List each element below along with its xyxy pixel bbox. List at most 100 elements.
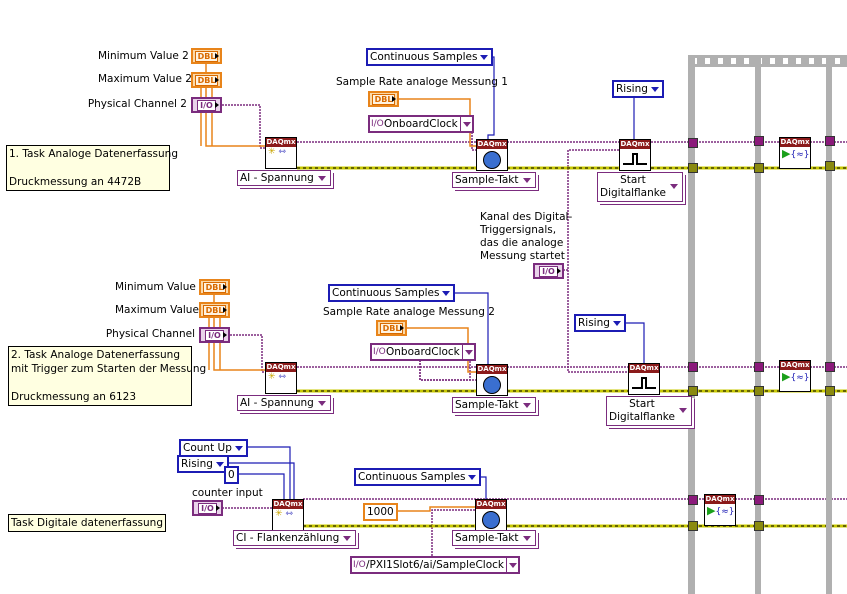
sequence-frame-divider <box>826 55 832 594</box>
label-max-value: Maximum Value <box>115 304 199 316</box>
max-value-2-control[interactable]: DBL <box>191 72 222 88</box>
tunnel <box>754 521 764 531</box>
tunnel <box>825 386 835 396</box>
tunnel <box>825 161 835 171</box>
min-value-control[interactable]: DBL <box>199 279 230 295</box>
daqmx-timing-node[interactable]: DAQmx <box>475 499 507 531</box>
daqmx-create-channel-node[interactable]: DAQmx✳ ⇿ <box>265 362 297 394</box>
node-header: DAQmx <box>476 500 506 509</box>
trigger-channel-control[interactable]: I/O <box>533 263 564 279</box>
terminal-type: I/O <box>197 100 216 111</box>
node-header: DAQmx <box>266 363 296 372</box>
create-icon: ✳ ⇿ <box>268 372 286 382</box>
node-header: DAQmx <box>705 495 735 504</box>
create-icon: ✳ ⇿ <box>268 147 286 157</box>
ring-value: Start Digitalflanke <box>609 398 675 423</box>
terminal-type: I/O <box>205 330 224 341</box>
clock-icon <box>483 376 501 394</box>
label-sample-rate-1: Sample Rate analoge Messung 1 <box>336 76 508 88</box>
ring-value: Sample-Takt <box>455 532 519 544</box>
tunnel <box>688 163 698 173</box>
enum-value: Continuous Samples <box>358 471 466 483</box>
daqmx-start-task-node[interactable]: DAQmx▶{≈} <box>704 494 736 526</box>
ring-value: Start Digitalflanke <box>600 174 666 199</box>
ring-value: CI - Flankenzählung <box>236 532 340 544</box>
daqmx-timing-node[interactable]: DAQmx <box>476 139 508 171</box>
physical-channel-2-control[interactable]: I/O <box>191 97 222 113</box>
node-header: DAQmx <box>477 140 507 149</box>
tunnel <box>754 136 764 146</box>
trigger-mode-ring[interactable]: Start Digitalflanke <box>606 396 692 426</box>
clock-icon <box>483 151 501 169</box>
label-sample-rate-2: Sample Rate analoge Messung 2 <box>323 306 495 318</box>
sample-rate-2-control[interactable]: DBL <box>376 320 407 336</box>
sequence-frame-divider <box>755 55 761 594</box>
label-trigger-channel: Kanal des Digital- Triggersignals, das d… <box>480 211 573 262</box>
create-mode-ring[interactable]: AI - Spannung <box>237 395 331 411</box>
clock-source-io-constant[interactable]: I/O/PXI1Slot6/ai/SampleClock <box>350 556 520 574</box>
label-counter-input: counter input <box>192 487 263 499</box>
edge-enum[interactable]: Rising <box>177 455 229 473</box>
label-physical-channel: Physical Channel <box>105 328 195 340</box>
max-value-control[interactable]: DBL <box>199 302 230 318</box>
tunnel <box>688 386 698 396</box>
comment-task-2: 2. Task Analoge Datenerfassung mit Trigg… <box>8 346 206 406</box>
node-header: DAQmx <box>629 364 659 373</box>
counter-input-control[interactable]: I/O <box>192 500 223 516</box>
timing-mode-ring[interactable]: Sample-Takt <box>452 530 536 546</box>
rising-edge-icon <box>623 153 647 165</box>
io-value: OnboardClock <box>386 346 460 358</box>
play-icon: ▶{≈} <box>782 370 810 383</box>
create-mode-ring[interactable]: CI - Flankenzählung <box>233 530 357 546</box>
trigger-edge-enum[interactable]: Rising <box>612 80 664 98</box>
comment-task-1: 1. Task Analoge Datenerfassung Druckmess… <box>6 145 178 191</box>
timing-mode-ring[interactable]: Sample-Takt <box>452 397 536 413</box>
physical-channel-control[interactable]: I/O <box>199 327 230 343</box>
sample-mode-enum[interactable]: Continuous Samples <box>354 468 482 486</box>
tunnel <box>825 362 835 372</box>
rising-edge-icon <box>632 377 656 389</box>
daqmx-trigger-node[interactable]: DAQmx <box>619 139 651 171</box>
daqmx-create-channel-node[interactable]: DAQmx✳ ⇿ <box>272 499 304 531</box>
io-value: /PXI1Slot6/ai/SampleClock <box>366 559 504 571</box>
tunnel <box>688 495 698 505</box>
count-direction-enum[interactable]: Count Up <box>179 439 248 457</box>
daqmx-start-task-node[interactable]: DAQmx▶{≈} <box>779 137 811 169</box>
daqmx-create-channel-node[interactable]: DAQmx✳ ⇿ <box>265 137 297 169</box>
trigger-mode-ring[interactable]: Start Digitalflanke <box>597 172 683 202</box>
sample-rate-1-control[interactable]: DBL <box>368 91 399 107</box>
initial-count-constant[interactable]: 0 <box>224 466 239 484</box>
create-mode-ring[interactable]: AI - Spannung <box>237 170 331 186</box>
daqmx-start-task-node[interactable]: DAQmx▶{≈} <box>779 360 811 392</box>
ring-value: Sample-Takt <box>455 399 519 411</box>
play-icon: ▶{≈} <box>707 504 735 517</box>
timing-mode-ring[interactable]: Sample-Takt <box>452 172 536 188</box>
enum-value: Continuous Samples <box>370 51 478 63</box>
create-icon: ✳ ⇿ <box>275 509 293 519</box>
label-physical-channel-2: Physical Channel 2 <box>87 98 187 110</box>
terminal-type: I/O <box>198 503 217 514</box>
tunnel <box>688 521 698 531</box>
ring-value: AI - Spannung <box>240 397 314 409</box>
node-header: DAQmx <box>780 138 810 147</box>
play-icon: ▶{≈} <box>782 147 810 160</box>
daqmx-timing-node[interactable]: DAQmx <box>476 364 508 396</box>
node-header: DAQmx <box>620 140 650 149</box>
sample-mode-enum[interactable]: Continuous Samples <box>328 284 456 302</box>
tunnel <box>688 362 698 372</box>
clock-icon <box>482 511 500 529</box>
comment-task-3: Task Digitale datenerfassung <box>8 514 167 532</box>
rate-constant[interactable]: 1000 <box>363 503 398 521</box>
trigger-edge-enum[interactable]: Rising <box>574 314 626 332</box>
label-min-value-2: Minimum Value 2 <box>98 50 189 62</box>
node-header: DAQmx <box>273 500 303 509</box>
node-header: DAQmx <box>477 365 507 374</box>
daqmx-trigger-node[interactable]: DAQmx <box>628 363 660 395</box>
min-value-2-control[interactable]: DBL <box>191 48 222 64</box>
label-min-value: Minimum Value <box>115 281 196 293</box>
node-header: DAQmx <box>780 361 810 370</box>
enum-value: Rising <box>181 458 213 470</box>
sample-mode-enum[interactable]: Continuous Samples <box>366 48 494 66</box>
